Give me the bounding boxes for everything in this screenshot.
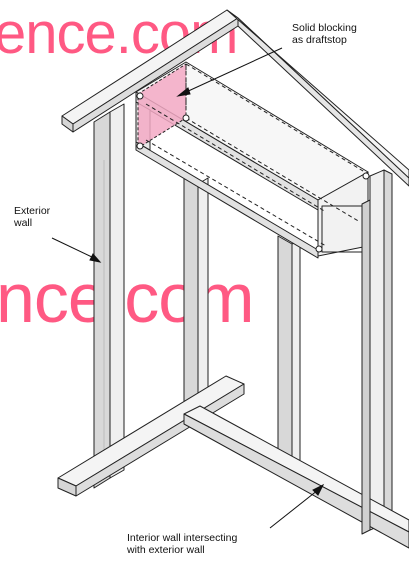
label-exterior-wall: Exterior wall — [14, 205, 51, 229]
label-interior-wall: Interior wall intersecting with exterior… — [127, 532, 238, 556]
interior-top-plate — [135, 61, 369, 259]
watermark-middle: nce.com — [0, 259, 255, 337]
interior-end-stud — [361, 199, 371, 535]
leader-exterior — [51, 237, 95, 259]
exterior-stud-far-right — [369, 169, 393, 531]
leader-interior — [269, 489, 319, 529]
exterior-end-stud — [93, 103, 125, 489]
leader-blocking — [183, 47, 283, 94]
blocking-hidden-edges — [145, 63, 369, 247]
leader-lines — [51, 47, 325, 529]
interior-bottom-plate — [183, 405, 409, 549]
leader-exterior-arrowhead — [89, 253, 102, 263]
exterior-stud-right — [277, 235, 301, 479]
label-solid-blocking: Solid blocking as draftstop — [292, 22, 357, 46]
exterior-stud-middle — [183, 175, 209, 421]
leader-blocking-arrowhead — [176, 87, 191, 97]
leader-interior-arrowhead — [312, 483, 325, 496]
exterior-top-plate — [61, 9, 409, 187]
